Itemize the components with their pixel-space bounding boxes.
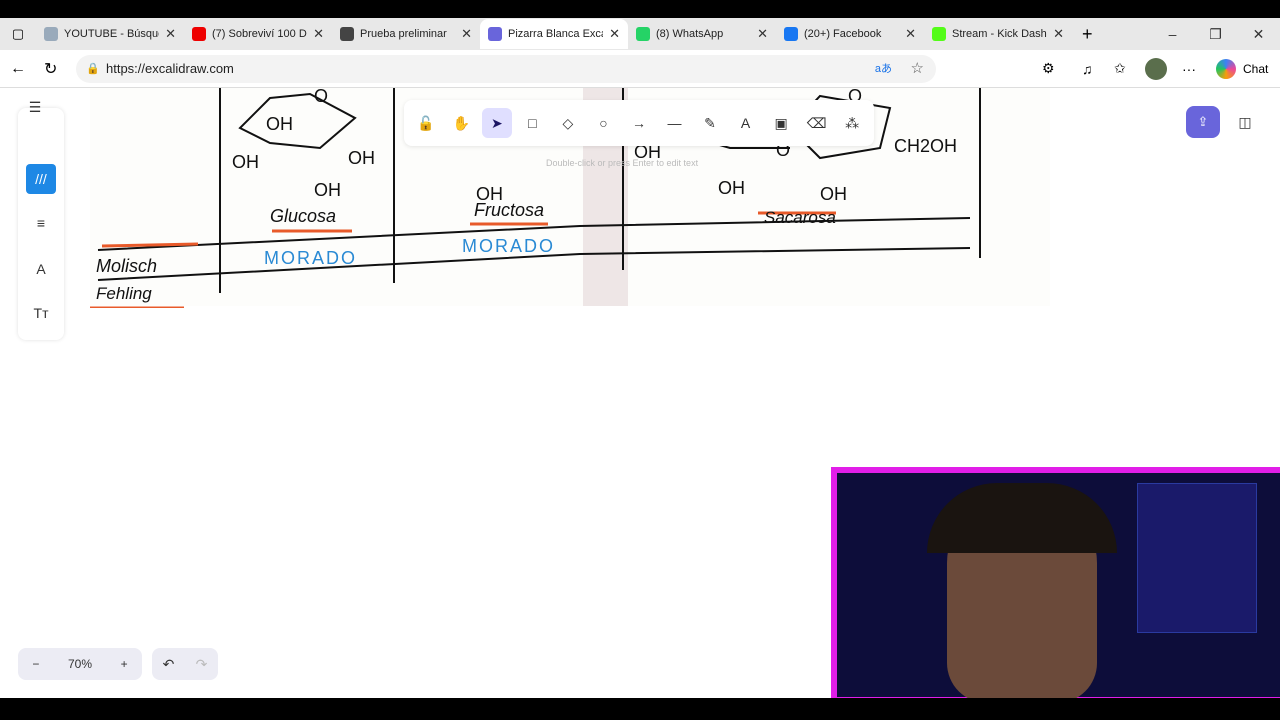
- undo-redo: ↶ ↷: [152, 648, 218, 680]
- url-input[interactable]: 🔒 https://excalidraw.com ☆ aあ: [76, 55, 936, 83]
- minimize-button[interactable]: –: [1168, 26, 1177, 42]
- tab-title: YOUTUBE - Búsqueda: [64, 28, 159, 40]
- facebook-icon: [784, 27, 798, 41]
- zoom-level[interactable]: 70%: [67, 657, 92, 671]
- back-icon[interactable]: ←: [10, 59, 26, 77]
- zoom-in-button[interactable]: +: [120, 657, 128, 671]
- pencil-tool-icon[interactable]: ✎: [704, 115, 716, 131]
- tab[interactable]: Prueba preliminar ✕: [332, 19, 480, 49]
- library-icon[interactable]: ◫: [1238, 114, 1252, 130]
- lock-icon: 🔒: [86, 63, 100, 75]
- tab-bar: ▢ YOUTUBE - Búsqueda✕(7) Sobreviví 100 D…: [0, 18, 1280, 50]
- tab[interactable]: Pizarra Blanca Excalidraw ✕: [480, 19, 628, 49]
- close-tab-icon[interactable]: ✕: [313, 26, 324, 41]
- hand-tool-icon[interactable]: ✋: [452, 115, 471, 131]
- chem-label: OH: [314, 180, 341, 200]
- tab[interactable]: (7) Sobreviví 100 Días ✕: [184, 19, 332, 49]
- url-text: https://excalidraw.com: [106, 61, 234, 76]
- zoom-out-button[interactable]: −: [32, 657, 40, 671]
- chem-label: OH: [266, 114, 293, 134]
- tab-title: Pizarra Blanca Excalidraw: [508, 28, 603, 40]
- image-label: Sacarosa: [764, 208, 836, 227]
- rectangle-tool-icon[interactable]: □: [528, 115, 537, 131]
- chem-label: OH: [476, 184, 503, 204]
- whatsapp-icon: [636, 27, 650, 41]
- favorite-icon[interactable]: ☆: [910, 60, 924, 77]
- image-label: Molisch: [96, 256, 158, 276]
- avatar[interactable]: [1145, 57, 1167, 80]
- undo-icon[interactable]: ↶: [162, 655, 175, 672]
- tab[interactable]: (8) WhatsApp ✕: [628, 19, 776, 49]
- chatgpt-icon: [340, 27, 354, 41]
- more-icon[interactable]: ···: [1182, 60, 1196, 77]
- edit-hint: Double-click or press Enter to edit text: [546, 158, 699, 168]
- tab[interactable]: Stream - Kick Dashboard ✕: [924, 19, 1072, 49]
- image-label: Glucosa: [270, 206, 337, 226]
- chem-label: CH2OH: [894, 136, 958, 156]
- tab[interactable]: YOUTUBE - Búsqueda ✕: [36, 19, 184, 49]
- reload-icon[interactable]: ↻: [44, 60, 58, 78]
- new-tab-button[interactable]: +: [1082, 23, 1093, 44]
- search-icon: [44, 27, 58, 41]
- media-icon[interactable]: ♫: [1082, 60, 1093, 77]
- chem-label: OH: [718, 178, 745, 198]
- taskbar: [0, 698, 1280, 720]
- arrow-tool-icon[interactable]: →: [631, 115, 646, 131]
- tab-title: Prueba preliminar: [360, 28, 447, 40]
- kick-icon: [932, 27, 946, 41]
- shape-toolbar: 🔓 ✋ ➤ □ ◇ ○ → — ✎ A ▣ ⌫ ⁂: [404, 100, 874, 146]
- sliders-icon[interactable]: ≡: [36, 215, 46, 231]
- excalidraw-icon: [488, 27, 502, 41]
- restore-button[interactable]: ❐: [1209, 26, 1222, 42]
- text-size-icon[interactable]: Tт: [33, 305, 49, 321]
- menu-icon[interactable]: ☰: [28, 99, 42, 115]
- close-tab-icon[interactable]: ✕: [905, 26, 916, 41]
- tab-title: Stream - Kick Dashboard: [952, 28, 1047, 40]
- image-tool-icon[interactable]: ▣: [774, 115, 788, 131]
- youtube-icon: [192, 27, 206, 41]
- image-label: MORADO: [264, 248, 357, 268]
- close-tab-icon[interactable]: ✕: [1053, 26, 1064, 41]
- left-panel: ☰ /// ≡ A Tт: [18, 99, 64, 340]
- tab-title: (7) Sobreviví 100 Días: [212, 28, 307, 40]
- chem-label: OH: [634, 142, 661, 162]
- line-tool-icon[interactable]: —: [667, 115, 682, 131]
- favorites-icon[interactable]: ✩: [1114, 60, 1126, 76]
- lock-tool-icon[interactable]: 🔓: [417, 115, 435, 131]
- font-icon[interactable]: A: [36, 261, 46, 277]
- text-tool-icon[interactable]: A: [740, 115, 751, 131]
- close-tab-icon[interactable]: ✕: [609, 26, 620, 41]
- close-window-button[interactable]: ✕: [1252, 26, 1265, 42]
- copilot-icon[interactable]: [1216, 58, 1236, 79]
- chat-button[interactable]: Chat: [1243, 61, 1269, 76]
- eraser-tool-icon[interactable]: ⌫: [806, 115, 827, 131]
- tab-actions-icon[interactable]: ▢: [11, 26, 25, 41]
- extensions-icon[interactable]: ⚙: [1042, 60, 1055, 76]
- selection-tool-icon[interactable]: ➤: [481, 108, 512, 138]
- address-bar-row: ← ↻ 🔒 https://excalidraw.com ☆ aあ ⚙ ♫ ✩ …: [0, 50, 1280, 88]
- tab-title: (20+) Facebook: [804, 28, 882, 40]
- share-button[interactable]: ⇪: [1186, 106, 1220, 138]
- diamond-tool-icon[interactable]: ◇: [562, 115, 574, 131]
- chem-label: OH: [820, 184, 847, 204]
- close-tab-icon[interactable]: ✕: [461, 26, 472, 41]
- image-label: Fehling: [96, 284, 152, 303]
- tab[interactable]: (20+) Facebook ✕: [776, 19, 924, 49]
- translate-icon[interactable]: aあ: [874, 63, 892, 75]
- chem-label: OH: [232, 152, 259, 172]
- ellipse-tool-icon[interactable]: ○: [599, 115, 608, 131]
- chem-label: O: [314, 88, 329, 106]
- tab-title: (8) WhatsApp: [656, 28, 724, 40]
- more-tools-icon[interactable]: ⁂: [845, 115, 860, 131]
- stroke-color-button[interactable]: ///: [26, 164, 56, 194]
- close-tab-icon[interactable]: ✕: [757, 26, 768, 41]
- redo-icon[interactable]: ↷: [195, 655, 208, 672]
- image-label: Fructosa: [474, 200, 545, 220]
- chem-label: OH: [348, 148, 375, 168]
- webcam-overlay: [831, 467, 1280, 703]
- close-tab-icon[interactable]: ✕: [165, 26, 176, 41]
- image-label: MORADO: [462, 236, 555, 256]
- zoom-controls: − 70% +: [18, 648, 142, 680]
